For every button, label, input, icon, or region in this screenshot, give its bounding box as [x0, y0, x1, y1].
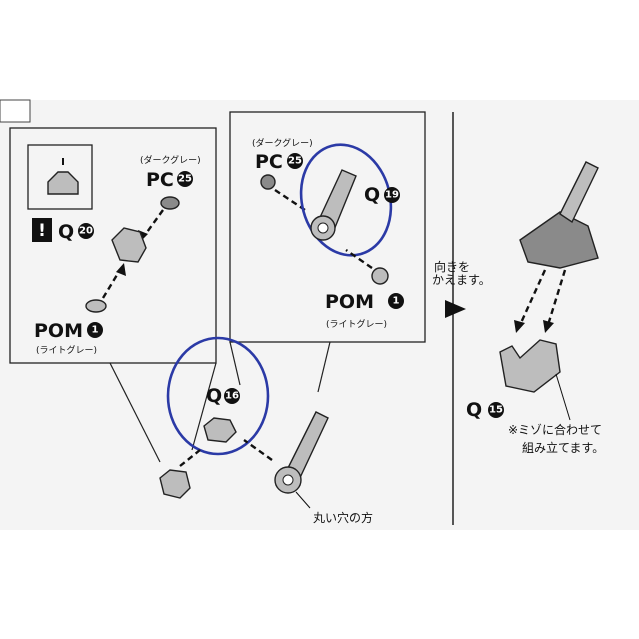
pom1-left-number: 1 [92, 325, 99, 336]
left-connector-b [191, 362, 217, 451]
warning-mark: ! [38, 221, 46, 241]
q15-badge [488, 402, 504, 418]
pc25-left-badge [177, 171, 193, 187]
callout-line-right [555, 373, 571, 421]
note-line2: 組み立てます。 [522, 440, 604, 455]
callout-line [295, 491, 311, 509]
q16-arrow-right [243, 439, 273, 461]
left-detail-box [9, 127, 217, 364]
pom1-left-color: (ライトグレー) [36, 344, 97, 356]
background-band [0, 100, 639, 530]
middle-connector-b [317, 341, 331, 393]
q16-number: 16 [225, 391, 239, 402]
turn-label-line2: かえます。 [432, 273, 491, 287]
pom-arrow-left [101, 269, 122, 299]
q15-part [499, 339, 561, 393]
q20-badge [78, 223, 94, 239]
turn-label-line1: 向きを [434, 259, 470, 274]
left-connector-a [109, 362, 161, 463]
pc25-mid-color: (ダークグレー) [252, 137, 313, 149]
q16-badge [224, 388, 240, 404]
q20-letter: Q [58, 221, 74, 243]
middle-detail-box [229, 111, 426, 343]
pc25-left-number: 25 [178, 174, 192, 185]
arrowhead [116, 263, 126, 276]
q19-number: 19 [385, 190, 399, 201]
q20-part [111, 227, 147, 263]
pc-arrow-left [144, 209, 164, 236]
q16-part [203, 417, 237, 443]
step-arrow-icon [445, 300, 466, 318]
q15-number: 15 [489, 405, 503, 416]
rod-hole [282, 474, 294, 486]
pom1-left-letters: POM [34, 320, 83, 342]
q16-arrow-left [179, 449, 201, 467]
pom-arrow-mid [345, 249, 373, 269]
down-arrow-a [518, 269, 547, 326]
pc25-mid-number: 25 [288, 156, 302, 167]
pom1-mid-color: (ライトグレー) [326, 318, 387, 330]
round-hole-label: 丸い穴の方 [313, 510, 373, 525]
warning-icon [32, 218, 52, 242]
pom-ring-left [85, 299, 107, 313]
upper-rod [559, 161, 599, 224]
note-line1: ※ミゾに合わせて [508, 422, 602, 437]
upper-assembly [519, 211, 599, 269]
pom1-left-badge [87, 322, 103, 338]
pom1-mid-number: 1 [393, 296, 400, 307]
pc25-mid-letters: PC [255, 151, 283, 173]
pc25-left-color: (ダークグレー) [140, 154, 201, 166]
middle-connector-a [229, 341, 241, 386]
arrowhead [514, 320, 525, 333]
pom-ring-mid [371, 267, 389, 285]
hint-box [27, 144, 93, 210]
pc-cap-mid [260, 174, 276, 190]
q16-highlight [166, 336, 270, 456]
q19-hole [317, 222, 329, 234]
q20-number: 20 [79, 226, 93, 237]
pc25-left-letters: PC [146, 169, 174, 191]
pom1-mid-badge [388, 293, 404, 309]
pom1-mid-letters: POM [325, 291, 374, 313]
q19-letter: Q [364, 184, 380, 206]
hint-part-shape [47, 171, 79, 195]
arrowhead [543, 320, 554, 333]
q20-assembled-part [159, 469, 191, 499]
pc-cap-left [160, 196, 180, 210]
corner-tab [0, 99, 31, 123]
q15-letter: Q [466, 399, 482, 421]
pc25-mid-badge [287, 153, 303, 169]
q19-badge [384, 187, 400, 203]
q16-letter: Q [206, 385, 222, 407]
